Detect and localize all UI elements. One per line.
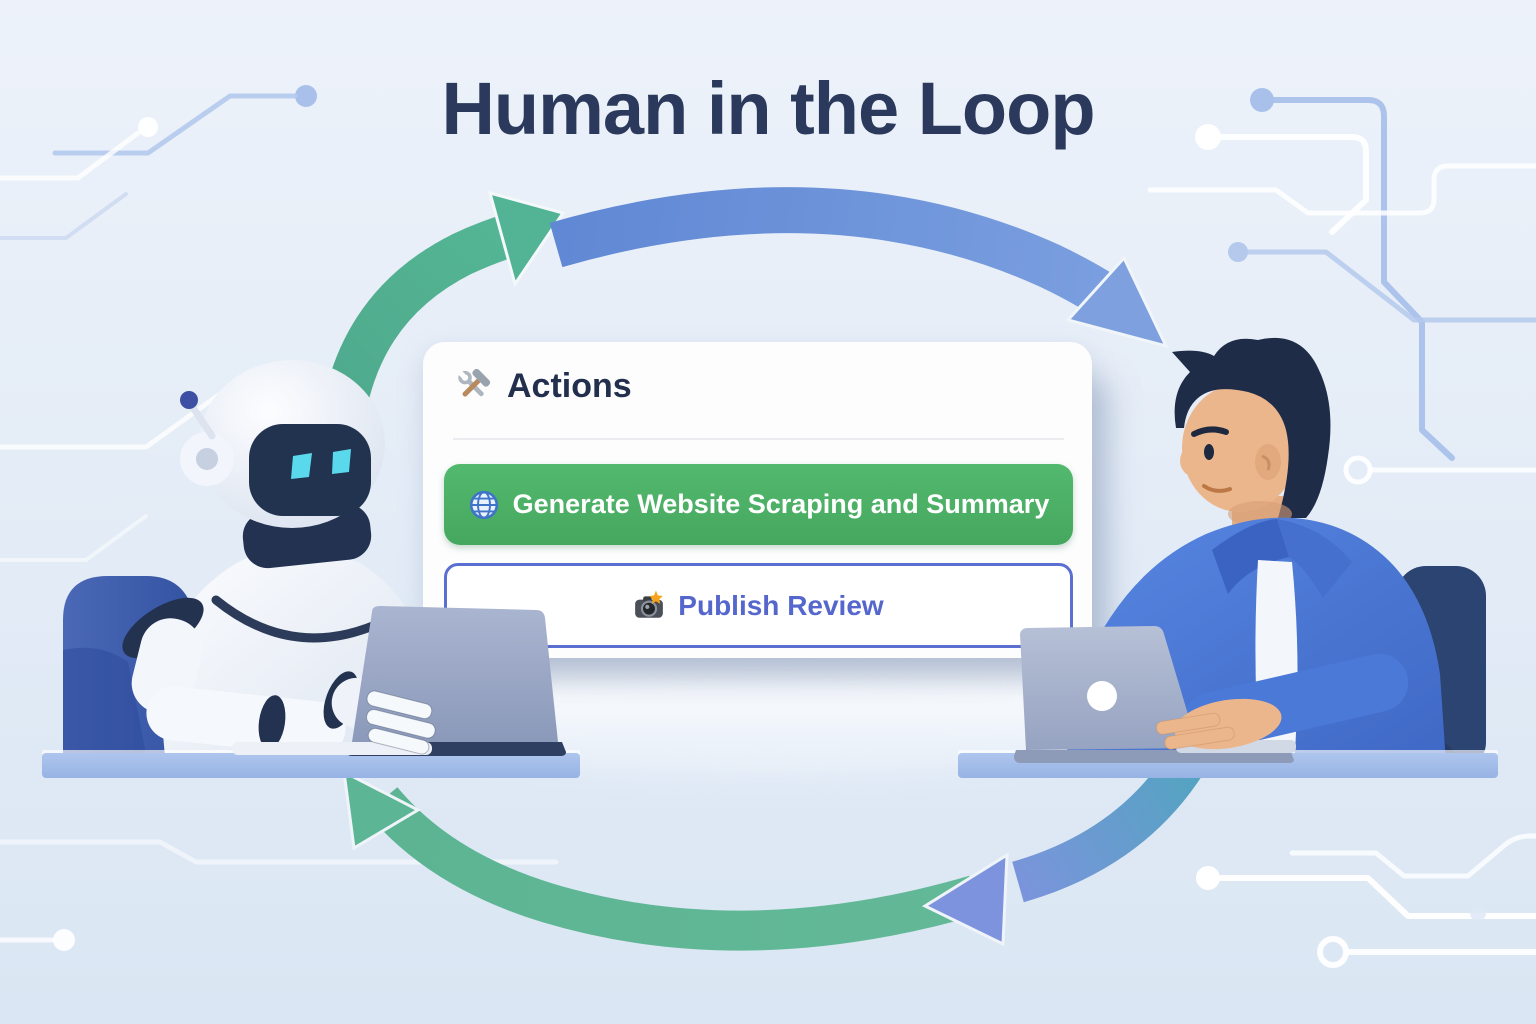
circuit-node [53,929,75,951]
circuit-node [1196,866,1220,890]
card-divider [453,438,1064,440]
globe-icon [469,490,498,519]
publish-review-button[interactable]: Publish Review [444,563,1073,648]
camera-flash-icon [635,590,664,618]
circuit-node [1228,242,1248,262]
hammer-wrench-icon [457,368,491,397]
actions-card-header: Actions [423,342,1092,406]
button-label: Generate Website Scraping and Summary [512,489,1050,519]
circuit-node [1470,905,1486,921]
actions-card: Actions Generate Website Scraping and Su… [423,342,1092,658]
circuit-node [1195,124,1221,150]
circuit-node [138,117,158,137]
green-arrowhead-top [487,190,566,288]
button-label: Publish Review [678,589,884,621]
generate-website-scraping-button[interactable]: Generate Website Scraping and Summary [444,464,1073,545]
card-glow [348,648,1188,772]
actions-card-title: Actions [507,366,632,405]
circuit-node [1250,88,1274,112]
circuit-node [295,85,317,107]
